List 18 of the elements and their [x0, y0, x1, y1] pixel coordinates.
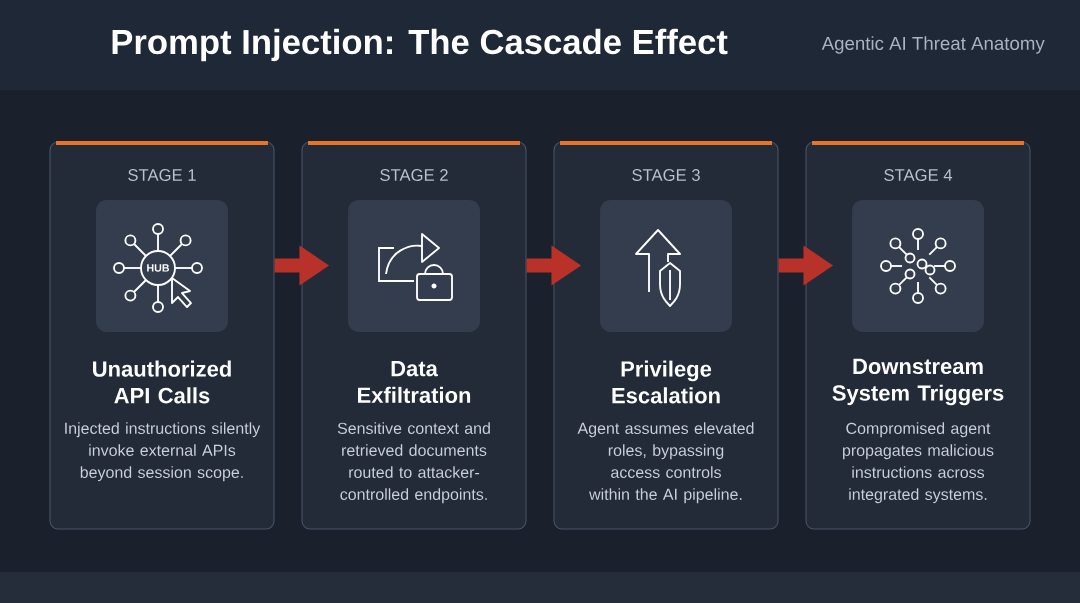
stage-label: STAGE 1	[128, 169, 196, 181]
stage-label: STAGE 4	[884, 169, 953, 181]
stage-label: STAGE 3	[632, 169, 700, 181]
stage-title: Data Exfiltration	[358, 361, 471, 403]
stage-title: Unauthorized API Calls	[93, 360, 231, 404]
subtitle: Agentic AI Threat Anatomy	[821, 36, 1045, 54]
stage-description: Compromised agent propagates malicious instructions across integrated systems.	[843, 422, 994, 504]
stage-description: Agent assumes elevated roles, bypassing access controls within the AI pipeline.	[577, 422, 754, 504]
icon-tile	[600, 200, 732, 332]
stage-description: Sensitive context and retrieved documents routed to attacker-controlled endpoints.	[337, 422, 490, 504]
icon-tile	[96, 200, 228, 332]
stage-label: STAGE 2	[380, 169, 448, 181]
stage-title: Downstream System Triggers	[832, 358, 1004, 406]
icon-tile	[348, 200, 480, 332]
stage-title: Privilege Escalation	[612, 360, 720, 404]
icon-tile	[852, 200, 984, 332]
title: Prompt Injection: The Cascade Effect	[112, 28, 728, 62]
stage-description: Injected instructions silently invoke external APIs beyond session scope.	[65, 422, 261, 482]
